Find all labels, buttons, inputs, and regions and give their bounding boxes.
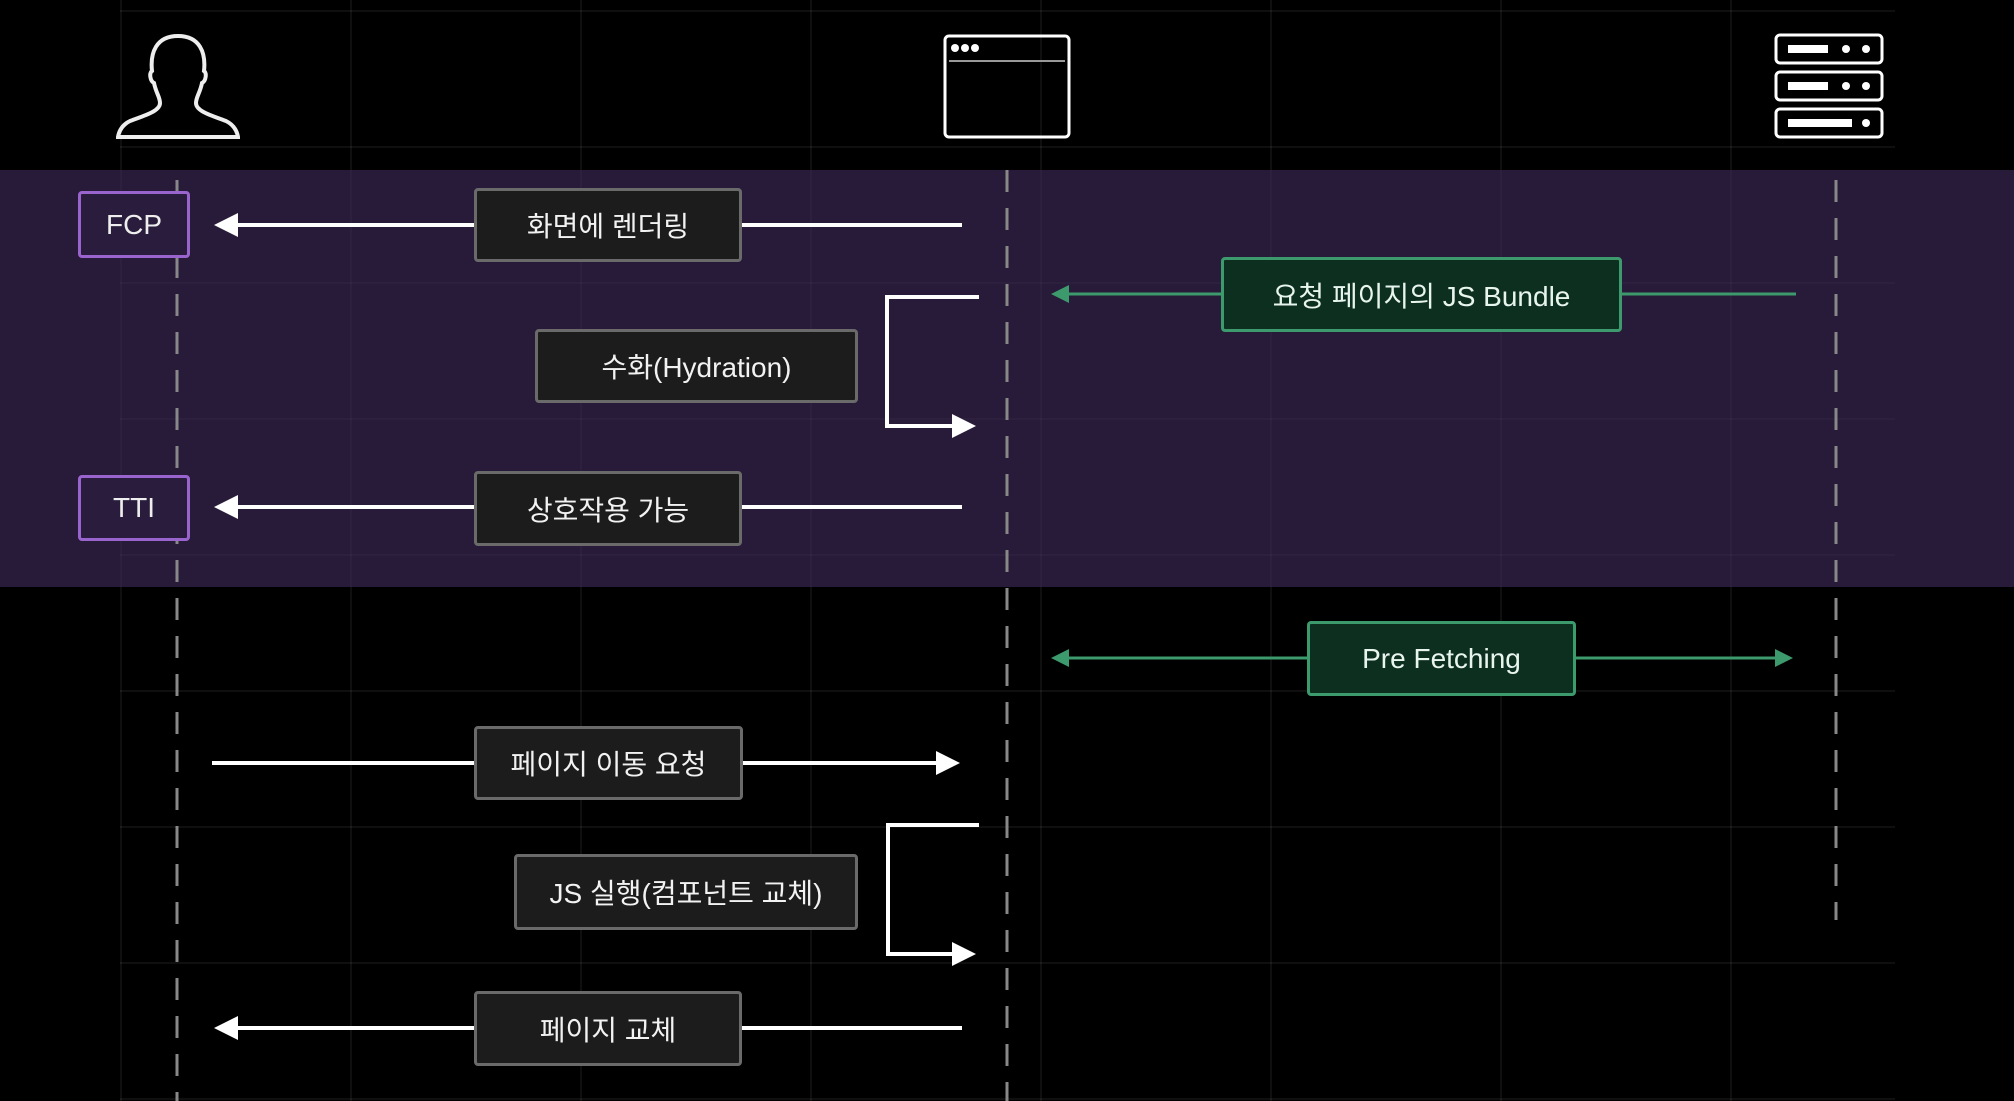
js-bundle-label: 요청 페이지의 JS Bundle: [1221, 257, 1622, 332]
js-execute-bracket-arrow: [886, 823, 979, 966]
tti-badge: TTI: [78, 475, 190, 541]
fcp-badge: FCP: [78, 191, 190, 258]
browser-window-icon: [943, 34, 1071, 139]
navigate-request-label: 페이지 이동 요청: [474, 726, 743, 800]
person-icon: [116, 33, 240, 139]
page-replace-label: 페이지 교체: [474, 991, 742, 1066]
server-icon: [1774, 33, 1884, 139]
interactive-label: 상호작용 가능: [474, 471, 742, 546]
prefetching-label: Pre Fetching: [1307, 621, 1576, 696]
js-execute-label: JS 실행(컴포넌트 교체): [514, 854, 858, 930]
hydration-bracket-arrow: [885, 295, 979, 438]
render-label: 화면에 렌더링: [474, 188, 742, 262]
hydration-label: 수화(Hydration): [535, 329, 858, 403]
